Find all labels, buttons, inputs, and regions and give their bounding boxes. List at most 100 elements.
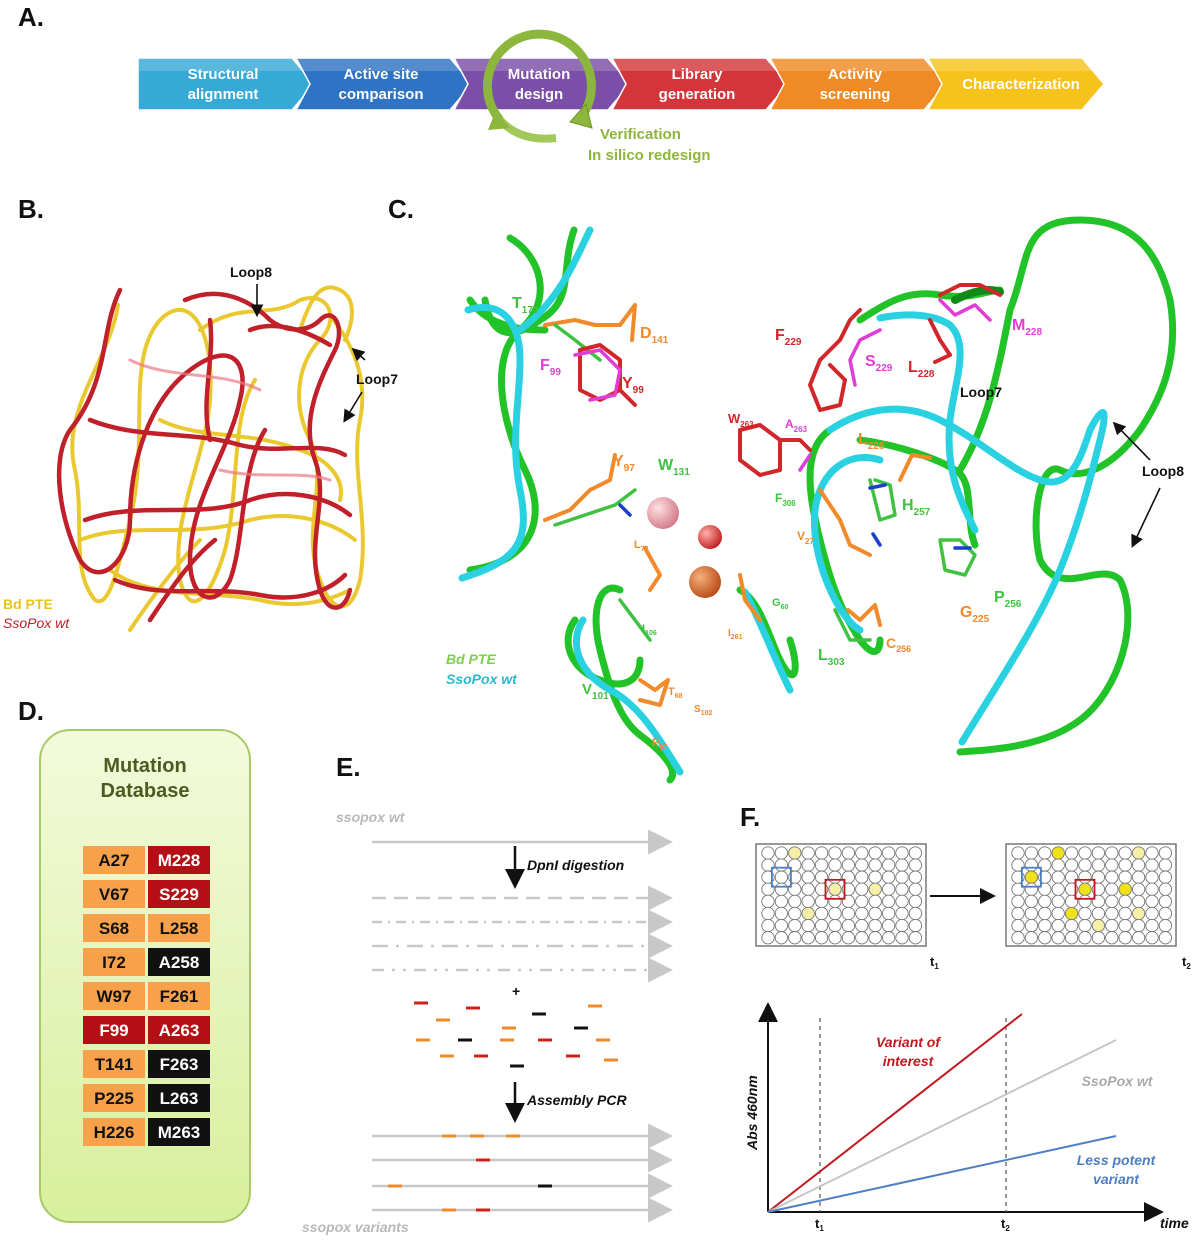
plate-well (814, 931, 829, 945)
plate-well (1158, 894, 1173, 909)
legend-c-bdpte-text: Bd PTE (446, 651, 496, 667)
database-cell-label: A258 (159, 953, 200, 972)
plate-well (855, 931, 869, 945)
plate-well (1064, 858, 1079, 872)
residue-label-f229: F229 (775, 327, 802, 348)
database-cell (83, 1084, 145, 1112)
database-cell-label: A263 (159, 1021, 200, 1040)
plate-well (1105, 858, 1119, 872)
plate-well (828, 894, 842, 909)
residue-letter: F (540, 357, 550, 374)
plate-well (828, 906, 842, 921)
plate-well (841, 846, 856, 860)
residue-number: 60 (781, 604, 789, 611)
plate-t2-sub: 2 (1186, 962, 1191, 971)
database-cell-label: F99 (99, 1021, 128, 1040)
plate-well (868, 906, 882, 921)
residue-number: 99 (550, 367, 562, 378)
plate-well (908, 870, 923, 884)
plate-well (1091, 906, 1106, 921)
plate-well (1131, 918, 1146, 933)
plate-t2-main: t (1182, 954, 1187, 969)
plate-well (801, 931, 815, 945)
workflow-step-gloss (928, 58, 1093, 71)
residue-label-p256: P256 (994, 589, 1022, 610)
database-cell-label: L263 (160, 1089, 199, 1108)
cycle-label-redesign: In silico redesign (588, 147, 711, 164)
workflow-step-label: screening (820, 86, 891, 103)
residue-number: 229 (876, 363, 893, 374)
plate-well (1038, 894, 1052, 909)
plate-well (1064, 931, 1079, 945)
residue-number: 99 (633, 385, 645, 396)
residue-letter: H (902, 497, 914, 514)
workflow-step-gloss (770, 58, 935, 71)
residue-number: 102 (701, 710, 713, 717)
plate-well (1024, 858, 1039, 872)
database-cell-label: F263 (160, 1055, 199, 1074)
plate-well (1105, 894, 1119, 909)
residue-number: 263 (740, 420, 754, 429)
cycle-arrow (482, 29, 596, 143)
active-site-structure (458, 216, 1177, 784)
ssopox-wt-label: ssopox wt (336, 809, 406, 825)
residue-label-g225: G225 (960, 604, 990, 625)
panel-letter-e: E. (336, 752, 361, 782)
plate-well (1118, 882, 1132, 896)
residue-letter: Y (613, 453, 624, 470)
plate-well (881, 882, 896, 896)
plate-well (828, 882, 842, 896)
legend-c-ssopox: SsoPox wt (446, 671, 518, 687)
plate-well (1051, 870, 1065, 884)
plate-well (1118, 870, 1132, 884)
plate-well (1038, 846, 1052, 860)
plate-well (895, 858, 909, 872)
residue-letter: I (642, 623, 645, 635)
loop8-arrow-c1 (1112, 421, 1151, 461)
plate-well (774, 882, 789, 896)
workflow-step-label: alignment (188, 86, 259, 103)
plate-well (1064, 846, 1079, 860)
plate-well (1158, 931, 1173, 945)
dpni-label: DpnI digestion (527, 857, 624, 873)
plate-well (868, 882, 882, 896)
backbone-overlay (56, 285, 365, 632)
plate-well (895, 846, 909, 860)
line-ssopox-wt (767, 1039, 1117, 1213)
database-cell-label: F261 (160, 987, 199, 1006)
tick-t2-main: t (1001, 1216, 1006, 1231)
plate-well (908, 846, 923, 860)
residue-label-l228: L228 (908, 359, 935, 380)
plate-well (881, 846, 896, 860)
workflow-step-5 (768, 57, 947, 111)
plate-well (855, 858, 869, 872)
plate-well (801, 846, 815, 860)
plate-well (1051, 931, 1065, 945)
residue-label-t173: T173 (512, 295, 539, 316)
residue-label-v101: V101 (582, 681, 609, 702)
plate-t1-main: t (930, 954, 935, 969)
y-axis-label: Abs 460nm (744, 1075, 760, 1151)
plate-well (801, 918, 815, 933)
residue-number: 68 (675, 693, 683, 700)
plate-highlight-box (1074, 878, 1096, 900)
tick-t1: t1 (815, 1216, 824, 1233)
residue-number: 67 (659, 744, 667, 751)
plate-well (1078, 918, 1092, 933)
loop7-arrow-b1 (351, 347, 366, 362)
workflow-step-label: Library (672, 66, 724, 83)
plate-well (1158, 882, 1173, 896)
residue-number: 256 (896, 644, 911, 654)
plate-well (774, 918, 789, 933)
residue-number: 141 (652, 335, 669, 346)
workflow-step-label: comparison (338, 86, 423, 103)
plate-well (881, 870, 896, 884)
residue-letter: S (865, 353, 876, 370)
plate-well (761, 894, 775, 909)
residue-number: 27 (805, 537, 814, 546)
plate-well (1158, 906, 1173, 921)
residue-number: 256 (1005, 599, 1022, 610)
plate-well (1105, 882, 1119, 896)
residue-letter: T (668, 686, 675, 698)
